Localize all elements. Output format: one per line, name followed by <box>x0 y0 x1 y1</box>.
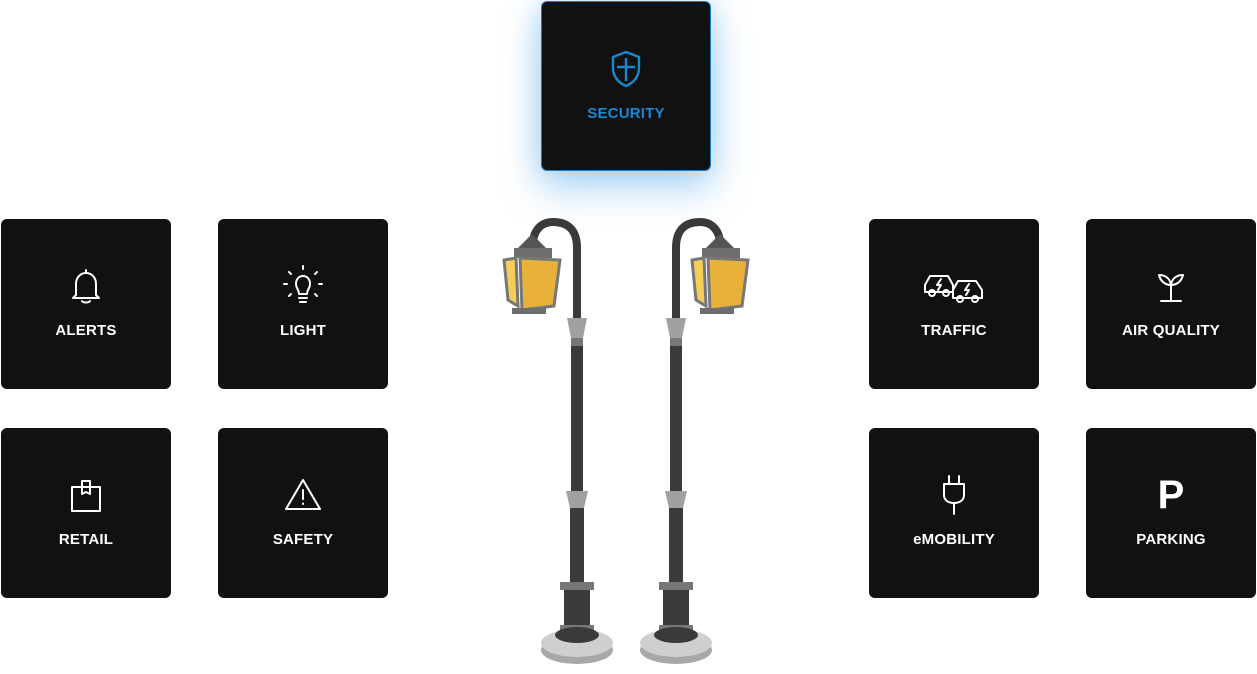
air-quality-label: AIR QUALITY <box>1121 322 1221 339</box>
sprout-icon <box>1151 264 1191 308</box>
light-label: LIGHT <box>280 322 326 339</box>
traffic-label: TRAFFIC <box>921 322 987 339</box>
alerts-tile[interactable]: ALERTS <box>1 219 171 389</box>
bell-icon <box>69 264 103 308</box>
package-icon <box>69 473 103 517</box>
security-label: SECURITY <box>587 105 665 122</box>
shield-icon <box>610 47 642 91</box>
emobility-tile[interactable]: eMOBILITY <box>869 428 1039 598</box>
warning-icon <box>283 473 323 517</box>
retail-label: RETAIL <box>58 531 114 548</box>
alerts-label: ALERTS <box>55 322 117 339</box>
parking-icon: P <box>1157 473 1185 517</box>
street-lamp-right <box>640 217 750 664</box>
street-lamp-left <box>502 217 613 664</box>
light-tile[interactable]: LIGHT <box>218 219 388 389</box>
security-tile[interactable]: SECURITY <box>541 1 711 171</box>
emobility-label: eMOBILITY <box>913 531 995 548</box>
cars-icon <box>922 264 986 308</box>
traffic-tile[interactable]: TRAFFIC <box>869 219 1039 389</box>
retail-tile[interactable]: RETAIL <box>1 428 171 598</box>
parking-tile[interactable]: P PARKING <box>1086 428 1256 598</box>
street-lamps-illustration <box>502 217 750 664</box>
safety-tile[interactable]: SAFETY <box>218 428 388 598</box>
lightbulb-icon <box>282 264 324 308</box>
safety-label: SAFETY <box>272 531 334 548</box>
parking-label: PARKING <box>1136 531 1206 548</box>
air-quality-tile[interactable]: AIR QUALITY <box>1086 219 1256 389</box>
plug-icon <box>939 473 969 517</box>
